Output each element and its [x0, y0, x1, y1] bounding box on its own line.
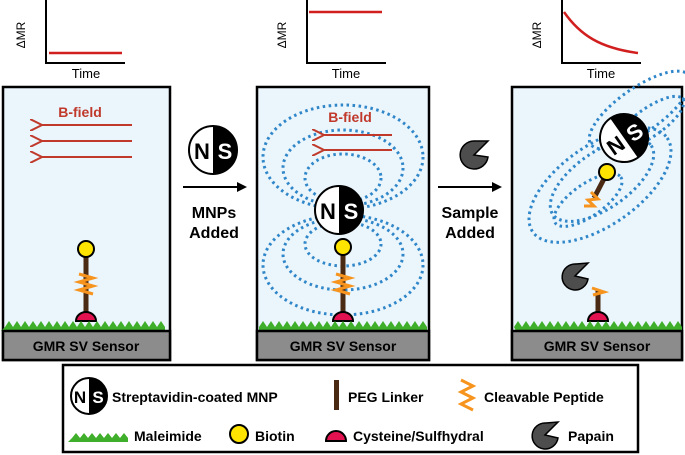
- legend-cysteine: Cysteine/Sulfhydral: [353, 428, 484, 444]
- graph-1-ylabel: ΔMR: [14, 21, 28, 48]
- graph-2: ΔMR Time: [275, 0, 386, 81]
- biotin: [334, 238, 352, 256]
- sensor-label: GMR SV Sensor: [33, 338, 140, 354]
- legend-maleimide-icon: [68, 433, 128, 442]
- legend-peptide-icon: [457, 378, 477, 412]
- graph-3-xlabel: Time: [587, 66, 615, 81]
- cysteine: [331, 311, 355, 322]
- graph-3: ΔMR Time: [530, 0, 641, 81]
- step-2-line2: Added: [445, 225, 495, 242]
- legend-biotin: Biotin: [255, 428, 295, 444]
- biotin: [598, 163, 616, 181]
- legend-biotin-icon: [229, 424, 249, 444]
- graph-3-curve: [562, 11, 639, 55]
- graph-3-ylabel: ΔMR: [530, 21, 544, 48]
- svg-text:S: S: [218, 139, 233, 164]
- maleimide-layer: [259, 321, 427, 331]
- bfield-label-2: B-field: [328, 109, 372, 125]
- papain-icon: [459, 140, 490, 170]
- step-2: Sample Added: [438, 140, 502, 242]
- legend-mnp-icon: N S: [70, 377, 108, 415]
- graph-2-xlabel: Time: [332, 66, 360, 81]
- svg-text:S: S: [92, 388, 103, 407]
- mnp-bound: N S: [314, 185, 364, 235]
- graph-1-xlabel: Time: [72, 66, 100, 81]
- step-1-line2: Added: [189, 225, 239, 242]
- svg-text:N: N: [320, 199, 336, 224]
- bfield-arrows: [40, 125, 132, 157]
- step-1: N S MNPs Added: [183, 125, 247, 242]
- mnp-icon: N S: [188, 125, 238, 175]
- gmr-sensor: [255, 329, 431, 362]
- legend-maleimide: Maleimide: [134, 428, 202, 444]
- gmr-sensor: [510, 329, 684, 362]
- mnp-released: N S: [599, 113, 649, 163]
- maleimide-layer: [514, 321, 682, 331]
- cleavable-peptide: [330, 272, 356, 296]
- graph-2-ylabel: ΔMR: [275, 21, 289, 48]
- panel-3: N S GMR SV Sensor: [510, 69, 685, 362]
- legend-cysteine-icon: [324, 430, 348, 442]
- legend-peg-icon: [334, 380, 339, 410]
- biotin: [77, 240, 95, 258]
- bfield-label: B-field: [58, 104, 102, 120]
- legend-mnp: Streptavidin-coated MNP: [112, 389, 278, 405]
- cysteine: [74, 311, 98, 322]
- cysteine: [586, 311, 610, 322]
- cleavable-peptide: [584, 190, 602, 208]
- sensor-label-2: GMR SV Sensor: [290, 338, 397, 354]
- legend-peg: PEG Linker: [348, 389, 424, 405]
- step-1-line1: MNPs: [192, 205, 237, 222]
- legend-papain-icon: [531, 421, 560, 450]
- panel-1: B-field GMR SV Sensor: [1, 85, 172, 362]
- legend-papain: Papain: [568, 428, 614, 444]
- cleavable-peptide: [73, 272, 99, 296]
- graph-1: ΔMR Time: [14, 0, 125, 81]
- svg-text:N: N: [74, 388, 86, 407]
- legend-peptide: Cleavable Peptide: [484, 389, 604, 405]
- panel-2: B-field N S GMR SV Sensor: [255, 85, 431, 362]
- legend: N S Streptavidin-coated MNP PEG Linker C…: [61, 363, 640, 454]
- papain: [561, 262, 590, 291]
- step-2-line1: Sample: [442, 205, 499, 222]
- svg-text:N: N: [194, 139, 210, 164]
- maleimide-layer: [1, 321, 165, 331]
- svg-text:S: S: [344, 199, 359, 224]
- gmr-sensor: [1, 329, 172, 362]
- sensor-label-3: GMR SV Sensor: [544, 338, 651, 354]
